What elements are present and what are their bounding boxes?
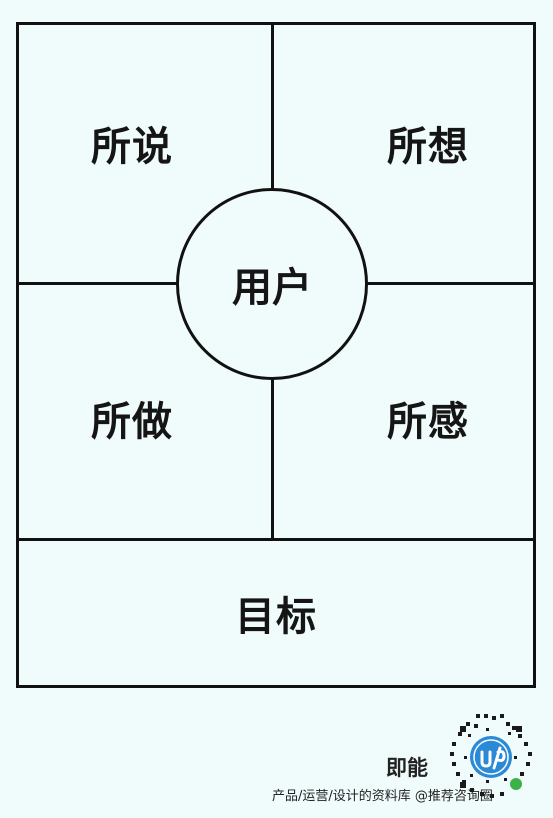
qr-code-icon [450, 714, 532, 798]
footer-tagline: 产品/运营/设计的资料库 @推荐咨询圈 [272, 789, 493, 804]
user-label: 用户 [232, 265, 312, 311]
quadrant-does: 所做 [91, 399, 173, 445]
quadrant-says: 所说 [91, 124, 173, 170]
goal-divider [16, 538, 536, 541]
quadrant-thinks: 所想 [387, 124, 469, 170]
brand-name: 即能 [386, 756, 428, 780]
quadrant-divider-vertical-top [271, 22, 274, 192]
empathy-map-frame [16, 22, 536, 688]
goal-label: 目标 [235, 594, 317, 640]
quadrant-feels: 所感 [387, 399, 469, 445]
quadrant-divider-horizontal-right [366, 282, 536, 285]
quadrant-divider-horizontal-left [16, 282, 180, 285]
quadrant-divider-vertical-bottom [271, 376, 274, 540]
user-circle: 用户 [176, 188, 368, 380]
